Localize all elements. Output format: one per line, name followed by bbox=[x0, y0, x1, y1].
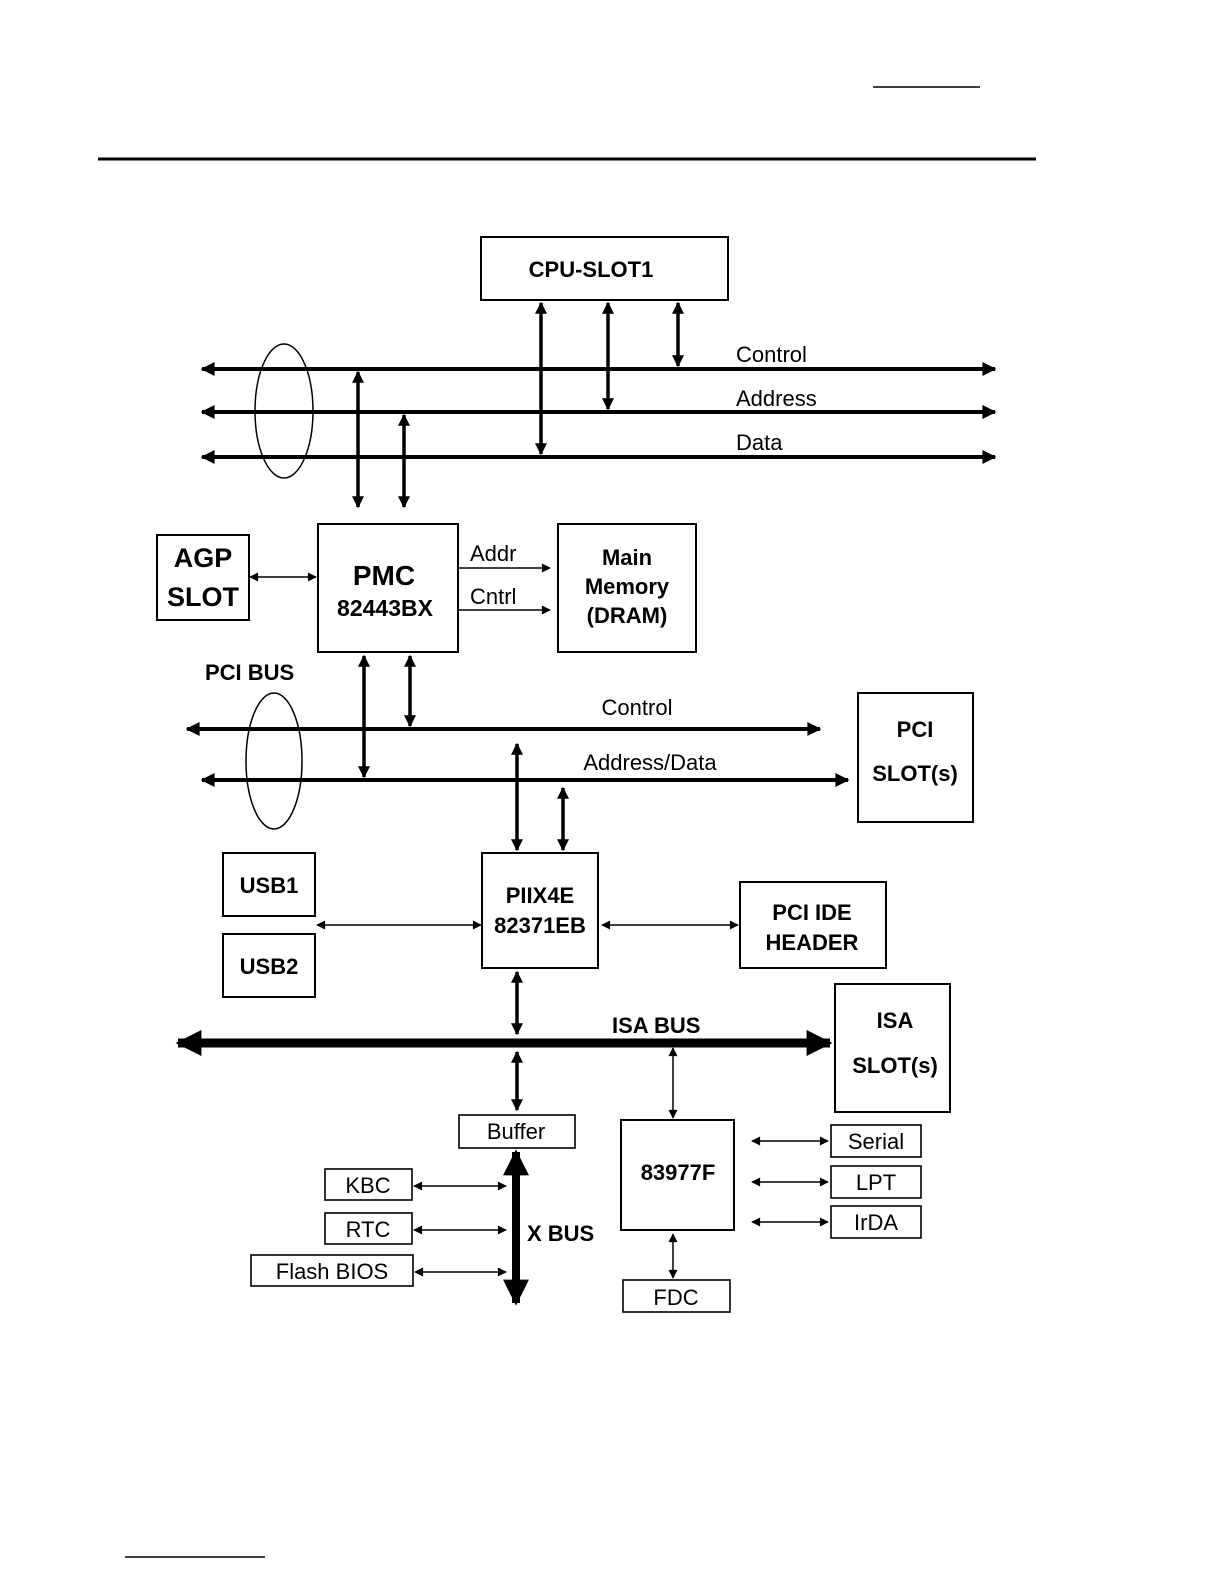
svg-text:SLOT(s): SLOT(s) bbox=[852, 1053, 938, 1078]
svg-text:IrDA: IrDA bbox=[854, 1210, 898, 1235]
svg-text:PCI IDE: PCI IDE bbox=[772, 900, 851, 925]
svg-text:Main: Main bbox=[602, 545, 652, 570]
svg-text:SLOT: SLOT bbox=[167, 582, 240, 612]
rtc-box: RTC bbox=[325, 1213, 412, 1244]
buffer-box: Buffer bbox=[459, 1115, 575, 1148]
svg-text:HEADER: HEADER bbox=[766, 930, 859, 955]
host-control-label: Control bbox=[736, 342, 807, 367]
svg-text:LPT: LPT bbox=[856, 1170, 896, 1195]
host-bus: Control Address Data bbox=[202, 342, 995, 478]
svg-text:USB1: USB1 bbox=[240, 873, 299, 898]
agp-slot-box: AGP SLOT bbox=[157, 535, 249, 620]
svg-text:83977F: 83977F bbox=[641, 1160, 716, 1185]
kbc-box: KBC bbox=[325, 1169, 412, 1200]
usb1-box: USB1 bbox=[223, 853, 315, 916]
pci-ide-header-box: PCI IDE HEADER bbox=[740, 882, 886, 968]
svg-text:KBC: KBC bbox=[345, 1173, 390, 1198]
lpt-box: LPT bbox=[831, 1166, 921, 1198]
host-data-label: Data bbox=[736, 430, 783, 455]
svg-text:FDC: FDC bbox=[653, 1285, 698, 1310]
svg-text:PCI: PCI bbox=[897, 717, 934, 742]
superio-83977f-box: 83977F bbox=[621, 1120, 734, 1230]
svg-text:ISA: ISA bbox=[877, 1008, 914, 1033]
cpu-slot1-box: CPU-SLOT1 bbox=[481, 237, 728, 300]
svg-text:PMC: PMC bbox=[353, 560, 415, 591]
svg-text:82371EB: 82371EB bbox=[494, 913, 586, 938]
svg-text:USB2: USB2 bbox=[240, 954, 299, 979]
pci-address-data-label: Address/Data bbox=[583, 750, 717, 775]
svg-text:Buffer: Buffer bbox=[487, 1119, 545, 1144]
pci-slots-box: PCI SLOT(s) bbox=[858, 693, 973, 822]
irda-box: IrDA bbox=[831, 1206, 921, 1238]
svg-text:RTC: RTC bbox=[346, 1217, 391, 1242]
svg-text:AGP: AGP bbox=[174, 543, 233, 573]
usb2-box: USB2 bbox=[223, 934, 315, 997]
svg-text:Flash BIOS: Flash BIOS bbox=[276, 1259, 388, 1284]
pmc-cntrl-label: Cntrl bbox=[470, 584, 516, 609]
svg-text:PIIX4E: PIIX4E bbox=[506, 883, 574, 908]
pci-control-label: Control bbox=[602, 695, 673, 720]
host-address-label: Address bbox=[736, 386, 817, 411]
serial-box: Serial bbox=[831, 1125, 921, 1157]
flash-bios-box: Flash BIOS bbox=[251, 1255, 413, 1286]
pmc-addr-label: Addr bbox=[470, 541, 516, 566]
piix4e-box: PIIX4E 82371EB bbox=[482, 853, 598, 968]
fdc-box: FDC bbox=[623, 1280, 730, 1312]
svg-text:82443BX: 82443BX bbox=[337, 595, 434, 621]
svg-text:(DRAM): (DRAM) bbox=[587, 603, 668, 628]
x-bus-label: X BUS bbox=[527, 1221, 594, 1246]
main-memory-box: Main Memory (DRAM) bbox=[558, 524, 696, 652]
pmc-box: PMC 82443BX bbox=[318, 524, 458, 652]
isa-slots-box: ISA SLOT(s) bbox=[835, 984, 950, 1112]
isa-bus-label: ISA BUS bbox=[612, 1013, 700, 1038]
pci-bus-ellipse bbox=[246, 693, 302, 829]
svg-text:CPU-SLOT1: CPU-SLOT1 bbox=[529, 257, 654, 282]
svg-text:Memory: Memory bbox=[585, 574, 670, 599]
svg-text:SLOT(s): SLOT(s) bbox=[872, 761, 958, 786]
svg-text:Serial: Serial bbox=[848, 1129, 904, 1154]
pci-bus-label: PCI BUS bbox=[205, 660, 294, 685]
